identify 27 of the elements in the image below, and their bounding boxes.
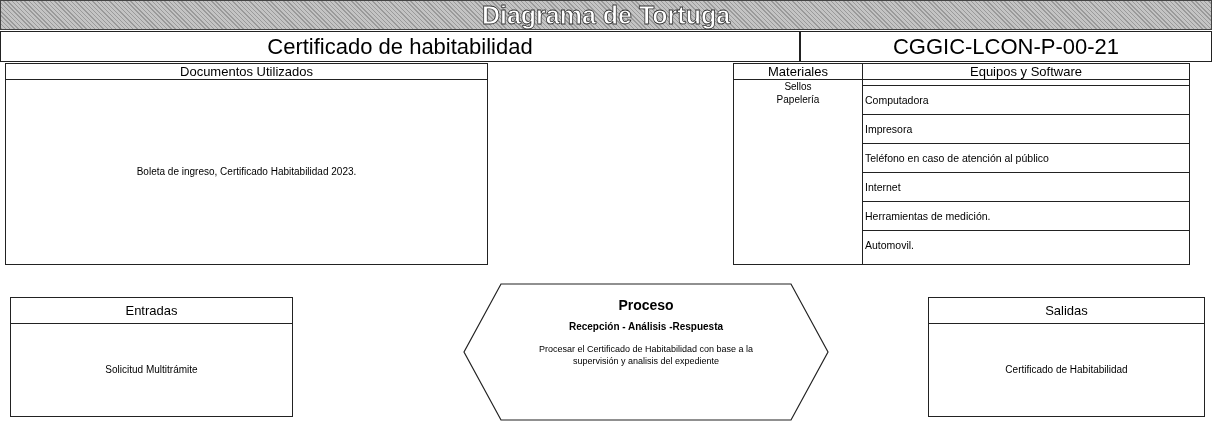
section-heading: Documentos Utilizados (6, 64, 487, 80)
section-panel (733, 63, 863, 265)
section-text: Certificado de Habitabilidad (1005, 363, 1128, 376)
section-text: Solicitud Multitrámite (105, 363, 198, 376)
process-description: Procesar el Certificado de Habitabilidad con base a la supervisión y analisis del expediente (537, 343, 755, 367)
equipment-item: Internet (865, 181, 901, 193)
list-item: Sellos (784, 80, 812, 93)
equipment-item: Computadora (865, 94, 929, 106)
section-heading: Equipos y Software (863, 64, 1189, 80)
section-heading: Salidas (929, 298, 1204, 324)
process-title: Proceso (618, 299, 674, 311)
title-text: Diagrama de Tortuga (481, 0, 731, 30)
section-heading: Entradas (11, 298, 292, 324)
section-panel (5, 63, 488, 265)
equipment-item: Herramientas de medición. (865, 210, 991, 222)
code-field: CGGIC-LCON-P-00-21 (800, 31, 1212, 62)
equipment-item: Automovil. (865, 239, 915, 251)
process-hexagon (463, 283, 829, 421)
list-item: Papelería (776, 93, 820, 106)
equipment-item: Impresora (865, 123, 913, 135)
title-field: Certificado de habitabilidad (0, 31, 800, 62)
section-text: Boleta de ingreso, Certificado Habitabilidad 2023. (136, 165, 357, 178)
section-panel (862, 63, 1190, 265)
section-panel (10, 297, 293, 417)
process-subtitle: Recepción - Análisis -Respuesta (568, 321, 724, 333)
section-panel (928, 297, 1205, 417)
equipment-item: Teléfono en caso de atención al público (865, 152, 1049, 164)
